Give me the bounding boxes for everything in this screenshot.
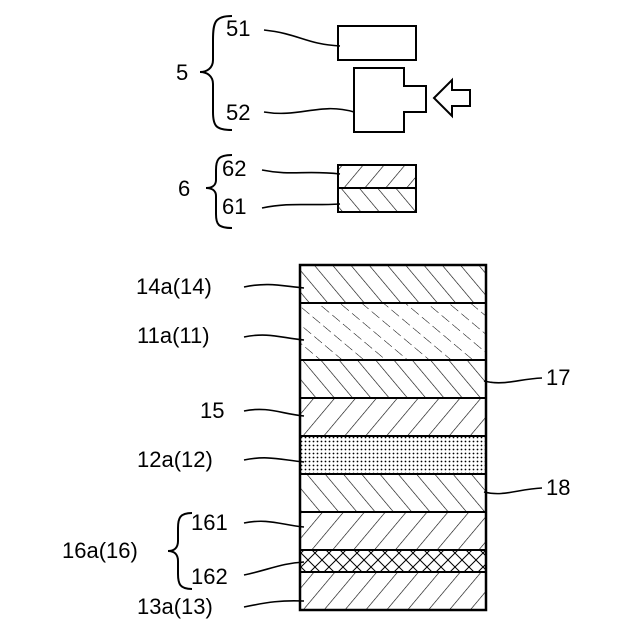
group6-label: 6 [178, 176, 190, 201]
item62-leader [262, 170, 340, 174]
item52-leader [264, 109, 354, 114]
layer15-leader [244, 409, 304, 416]
layer17-leader [484, 378, 542, 383]
layer14-label: 14a(14) [136, 274, 212, 299]
layer14-rect [300, 265, 486, 303]
layer17-rect [300, 360, 486, 398]
layer13-leader [244, 601, 304, 607]
item62-label: 62 [222, 156, 246, 181]
layer12-label: 12a(12) [137, 447, 213, 472]
layer18-leader [484, 488, 542, 494]
layer11-label: 11a(11) [137, 323, 210, 348]
layer162-rect [300, 550, 486, 572]
item51-box [338, 26, 416, 60]
layer11-leader [244, 335, 304, 340]
item61-leader [262, 204, 340, 208]
layer13-rect [300, 572, 486, 610]
item52-box [354, 68, 426, 132]
layer15-rect [300, 398, 486, 436]
layer162-leader [244, 562, 304, 575]
layer161-label: 161 [191, 510, 228, 535]
layer13-label: 13a(13) [137, 594, 213, 619]
group16-brace [168, 513, 192, 589]
item51-label: 51 [226, 16, 250, 41]
item61-label: 61 [222, 194, 246, 219]
layer12-leader [244, 458, 304, 462]
layer161-leader [244, 521, 304, 527]
layer11-rect [300, 303, 486, 360]
group16-label: 16a(16) [62, 538, 138, 563]
layer12-rect [300, 436, 486, 474]
layer161-rect [300, 512, 486, 550]
arrow-icon [434, 80, 470, 116]
item51-leader [264, 30, 340, 46]
layer17-label: 17 [546, 365, 570, 390]
item52-label: 52 [226, 100, 250, 125]
item61-layer [338, 188, 416, 212]
layer162-label: 162 [191, 564, 228, 589]
item62-layer [338, 165, 416, 188]
layer15-label: 15 [200, 398, 224, 423]
group5-label: 5 [176, 60, 188, 85]
layer18-label: 18 [546, 475, 570, 500]
layer18-rect [300, 474, 486, 512]
layer14-leader [244, 285, 304, 288]
